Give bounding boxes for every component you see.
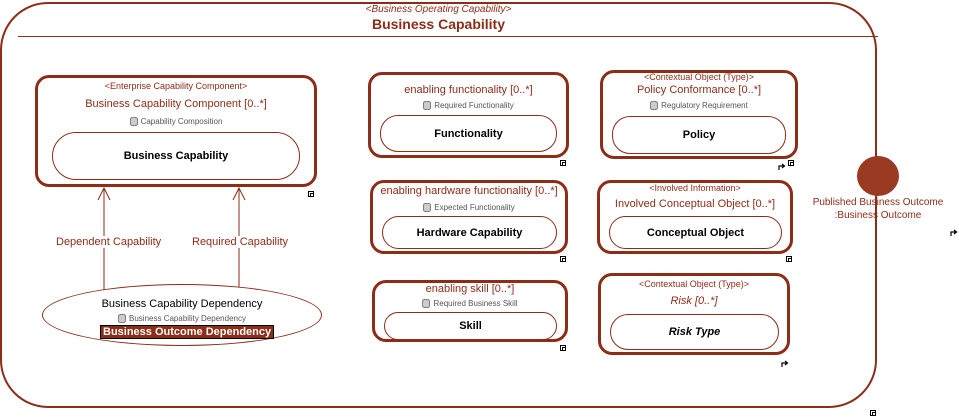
hardware-type-label: Expected Functionality bbox=[370, 202, 568, 213]
functionality-inner[interactable]: Functionality bbox=[380, 115, 557, 152]
database-icon bbox=[118, 313, 126, 324]
hardware-inner[interactable]: Hardware Capability bbox=[382, 216, 557, 249]
functionality-title: enabling functionality [0..*] bbox=[404, 84, 533, 96]
database-icon bbox=[423, 202, 432, 213]
dependency-selected-label[interactable]: Business Outcome Dependency bbox=[100, 325, 275, 339]
database-icon bbox=[650, 100, 659, 111]
frame-title: Business Capability bbox=[371, 16, 506, 32]
expand-icon[interactable] bbox=[870, 410, 876, 416]
link-arrow-icon[interactable] bbox=[778, 158, 786, 170]
policy-title: Policy Conformance [0..*] bbox=[636, 84, 762, 96]
expand-icon[interactable] bbox=[560, 345, 566, 351]
expand-icon[interactable] bbox=[786, 256, 792, 262]
required-capability-arrowhead bbox=[232, 186, 246, 201]
port-label: Published Business Outcome :Business Out… bbox=[800, 196, 956, 222]
database-icon bbox=[129, 116, 138, 127]
component-type-label: Capability Composition bbox=[35, 116, 317, 127]
frame-stereotype: <Business Operating Capability> bbox=[365, 4, 512, 15]
dependent-capability-label: Dependent Capability bbox=[56, 236, 162, 248]
database-icon bbox=[423, 100, 432, 111]
port-label-line1: Published Business Outcome bbox=[812, 197, 944, 208]
conceptual-stereotype: <Involved Information> bbox=[649, 183, 741, 193]
expand-icon[interactable] bbox=[560, 160, 566, 166]
dependency-type-label: Business Capability Dependency bbox=[42, 313, 322, 324]
risk-title: Risk [0..*] bbox=[670, 295, 718, 307]
dependency-ellipse[interactable] bbox=[42, 284, 322, 346]
required-capability-label: Required Capability bbox=[192, 236, 288, 248]
component-stereotype: <Enterprise Capability Component> bbox=[104, 81, 248, 91]
hardware-title: enabling hardware functionality [0..*] bbox=[380, 185, 558, 197]
skill-inner[interactable]: Skill bbox=[384, 312, 557, 340]
link-arrow-icon[interactable] bbox=[781, 355, 789, 367]
database-icon bbox=[422, 298, 431, 309]
port-label-line2: :Business Outcome bbox=[834, 210, 922, 221]
component-inner-business-capability[interactable]: Business Capability bbox=[52, 132, 300, 180]
skill-title: enabling skill [0..*] bbox=[425, 283, 515, 295]
dependency-title: Business Capability Dependency bbox=[101, 298, 263, 310]
dependent-capability-arrowhead bbox=[97, 186, 111, 201]
skill-type-label: Required Business Skill bbox=[372, 298, 568, 309]
conceptual-title: Involved Conceptual Object [0..*] bbox=[614, 198, 776, 210]
policy-stereotype: <Contextual Object (Type)> bbox=[643, 72, 755, 82]
expand-icon[interactable] bbox=[308, 191, 314, 197]
policy-type-label: Regulatory Requirement bbox=[600, 100, 798, 111]
expand-icon[interactable] bbox=[560, 256, 566, 262]
risk-inner[interactable]: Risk Type bbox=[610, 314, 779, 350]
expand-icon[interactable] bbox=[788, 160, 794, 166]
frame-divider bbox=[18, 36, 878, 37]
published-outcome-port[interactable] bbox=[857, 156, 899, 196]
component-title: Business Capability Component [0..*] bbox=[85, 98, 267, 110]
conceptual-inner[interactable]: Conceptual Object bbox=[609, 216, 782, 249]
capability-frame[interactable] bbox=[0, 2, 877, 408]
policy-inner[interactable]: Policy bbox=[612, 116, 786, 154]
link-arrow-icon[interactable] bbox=[950, 224, 958, 236]
functionality-type-label: Required Functionality bbox=[368, 100, 569, 111]
risk-stereotype: <Contextual Object (Type)> bbox=[638, 279, 750, 289]
